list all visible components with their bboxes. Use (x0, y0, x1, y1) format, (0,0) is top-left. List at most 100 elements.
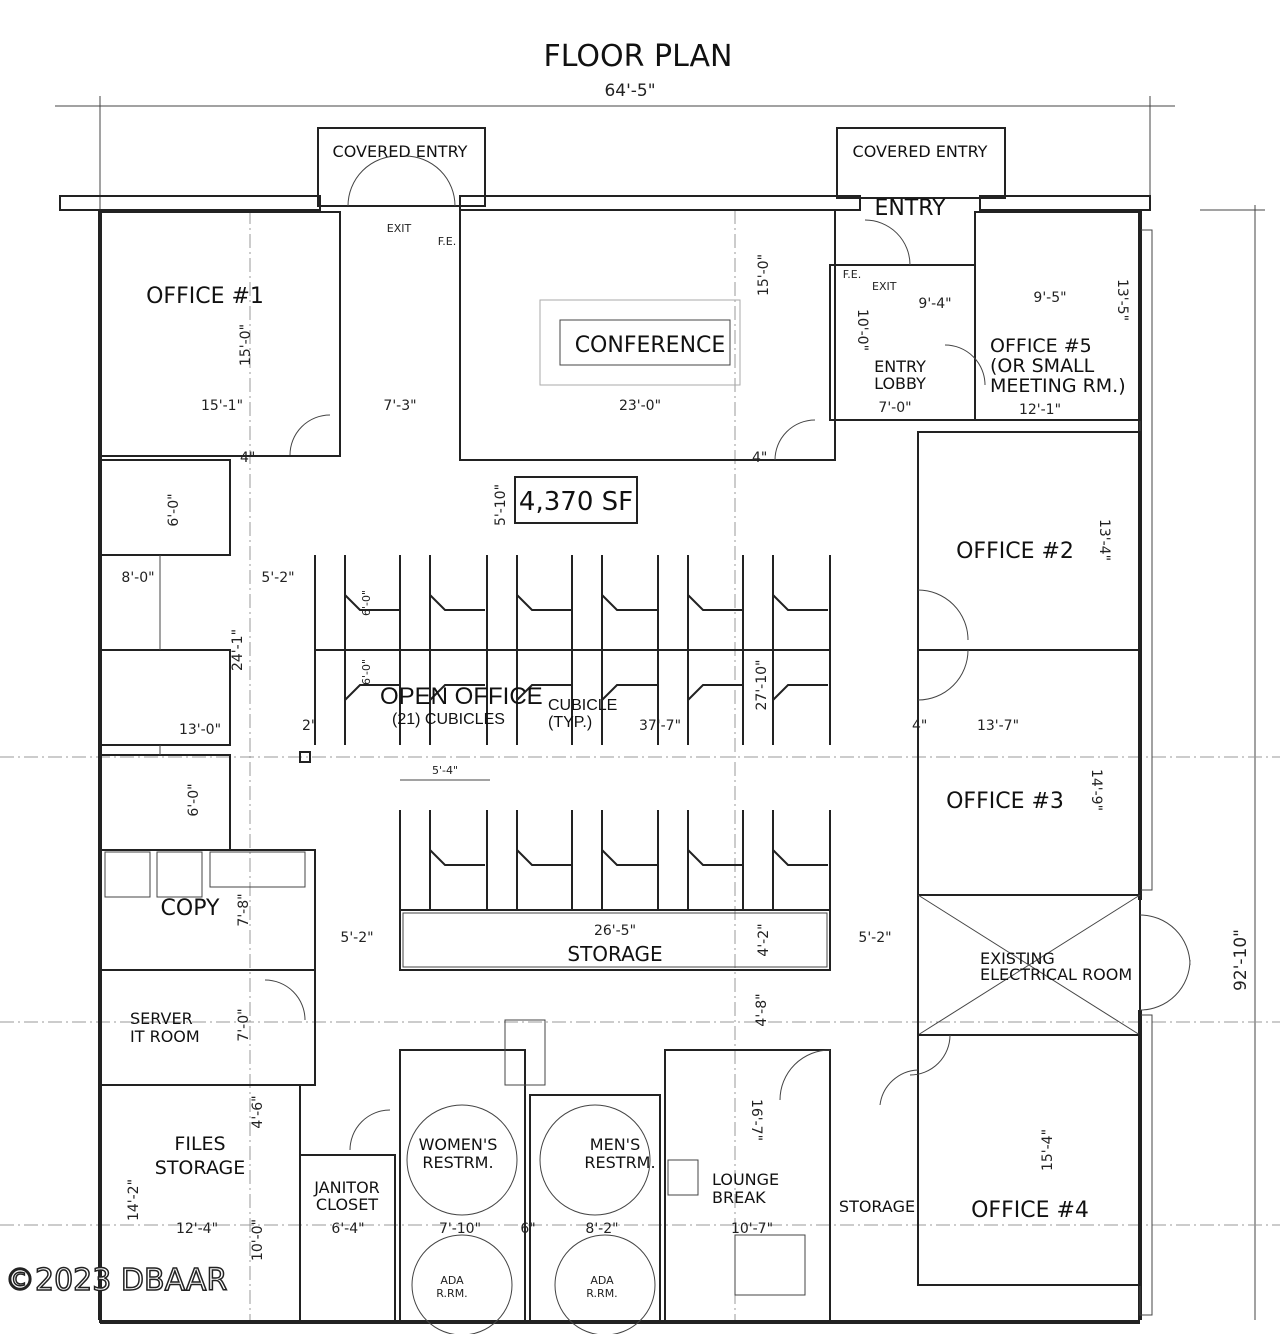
dim-office1-h: 15'-0" (238, 324, 254, 366)
office-2-label: OFFICE #2 (956, 539, 1074, 564)
watermark: ©2023 DBAAR (5, 1263, 227, 1298)
ada-label-1b: R.RM. (436, 1287, 467, 1300)
cubicle-desk (601, 594, 657, 701)
dim-conf-w: 23'-0" (619, 398, 661, 414)
cubicle-desk (516, 594, 572, 701)
grid-lines (0, 210, 1280, 1320)
left-cubicles (100, 459, 231, 850)
server-label-2: IT ROOM (130, 1027, 200, 1046)
cubicle-typ-label-2: (TYP.) (548, 714, 592, 731)
dim-mens-w: 8'-2" (585, 1221, 618, 1237)
cubicle-panel (657, 555, 689, 745)
dim-cub-5-2a: 5'-2" (261, 570, 294, 586)
dim-open-27-10: 27'-10" (754, 660, 770, 711)
dim-copy-h: 7'-8" (236, 893, 252, 926)
dim-cub-6b: 6'-0" (360, 590, 373, 616)
overall-depth-dimension: 92'-10" (1231, 929, 1251, 991)
electrical-label-1: EXISTING (980, 949, 1055, 968)
cubicle-desk (429, 594, 485, 701)
mens-label-2: RESTRM. (584, 1153, 655, 1172)
office-5-label-3: MEETING RM.) (990, 375, 1126, 397)
dim-files-4-6: 4'-6" (250, 1095, 266, 1128)
ada-label-2b: R.RM. (586, 1287, 617, 1300)
dim-lounge-w: 10'-7" (731, 1221, 773, 1237)
office-5-label-1: OFFICE #5 (990, 335, 1092, 357)
dim-cub-13: 13'-0" (179, 722, 221, 738)
entry-lobby-label-1: ENTRY (874, 357, 926, 376)
dim-open-37-7: 37'-7" (639, 718, 681, 734)
cubicle-panel (486, 555, 518, 745)
dim-gap-5-10: 5'-10" (493, 484, 509, 526)
dim-janitor-w: 6'-4" (331, 1221, 364, 1237)
dim-office1-w: 15'-1" (201, 398, 243, 414)
files-label-1: FILES (174, 1133, 225, 1155)
janitor-label-2: CLOSET (316, 1195, 378, 1214)
east-offices (879, 431, 1191, 1286)
dim-office5-w2: 12'-1" (1019, 402, 1061, 418)
entry-label: ENTRY (874, 196, 946, 221)
womens-label-1: WOMEN'S (419, 1135, 498, 1154)
dim-corr-5-2b: 5'-2" (340, 930, 373, 946)
dim-storage-h: 4'-2" (756, 923, 772, 956)
exit-label-right: EXIT (872, 280, 897, 293)
dim-cub-6a: 6'-0" (166, 493, 182, 526)
dim-corridor-w: 7'-3" (383, 398, 416, 414)
dim-wall-4b: 4" (752, 450, 767, 466)
overall-width-dimension: 64'-5" (604, 81, 655, 101)
office-3-label: OFFICE #3 (946, 789, 1064, 814)
lounge-label-2: BREAK (712, 1188, 766, 1207)
dim-lobby-w1: 9'-4" (918, 296, 951, 312)
dim-lobby-h: 10'-0" (854, 309, 870, 351)
cubicle-panel (571, 555, 603, 745)
dim-conf-h: 15'-0" (756, 254, 772, 296)
dim-files-10: 10'-0" (250, 1219, 266, 1261)
janitor-label-1: JANITOR (313, 1178, 380, 1197)
dim-files-h: 14'-2" (126, 1179, 142, 1221)
electrical-label-2: ELECTRICAL ROOM (980, 965, 1132, 984)
covered-entry-right-label: COVERED ENTRY (853, 142, 988, 161)
storage-east-label: STORAGE (839, 1197, 915, 1216)
dim-col-2: 2" (302, 718, 317, 734)
storage-label: STORAGE (567, 942, 662, 966)
ada-label-2a: ADA (590, 1274, 614, 1287)
storage-center (399, 909, 831, 971)
files-label-2: STORAGE (155, 1157, 245, 1179)
exit-label-left: EXIT (387, 222, 412, 235)
dim-server-h: 7'-0" (236, 1008, 252, 1041)
cubicle-typ-label-1: CUBICLE (548, 697, 617, 714)
cubicle-panel (742, 555, 774, 745)
dim-lobby-w2: 7'-0" (878, 400, 911, 416)
dim-wall-4c: 4" (912, 718, 927, 734)
dim-cub-6c: 6'-0" (360, 659, 373, 685)
dim-office3-w: 13'-7" (977, 718, 1019, 734)
dim-chase-6: 6" (520, 1221, 535, 1237)
cubicle-desk (687, 594, 743, 701)
server-label-1: SERVER (130, 1009, 193, 1028)
mens-label-1: MEN'S (590, 1135, 640, 1154)
dim-gap-4-8: 4'-8" (754, 993, 770, 1026)
conference-room (459, 209, 836, 461)
fire-extinguisher-label-right: F.E. (843, 268, 862, 281)
dim-corr-5-2c: 5'-2" (858, 930, 891, 946)
office-1-label: OFFICE #1 (146, 284, 264, 309)
cubicle-panel (571, 810, 657, 910)
area-box (514, 476, 638, 524)
office-1 (99, 211, 341, 457)
office-4-label: OFFICE #4 (971, 1198, 1089, 1223)
dim-office5-w1: 9'-5" (1033, 290, 1066, 306)
dim-cub-8: 8'-0" (121, 570, 154, 586)
dim-files-w: 12'-4" (176, 1221, 218, 1237)
dim-womens-w: 7'-10" (439, 1221, 481, 1237)
office-5 (944, 211, 1141, 421)
cubicle-desk (344, 594, 400, 701)
cubicles-count-label: (21) CUBICLES (392, 711, 505, 728)
dim-storage-w: 26'-5" (594, 923, 636, 939)
copy-label: COPY (161, 896, 220, 921)
cubicle-end (399, 810, 831, 910)
ada-label-1a: ADA (440, 1274, 464, 1287)
area-label: 4,370 SF (519, 487, 633, 517)
dim-office5-h: 13'-5" (1114, 279, 1130, 321)
conference-label: CONFERENCE (575, 333, 726, 358)
lounge-label-1: LOUNGE (712, 1170, 779, 1189)
